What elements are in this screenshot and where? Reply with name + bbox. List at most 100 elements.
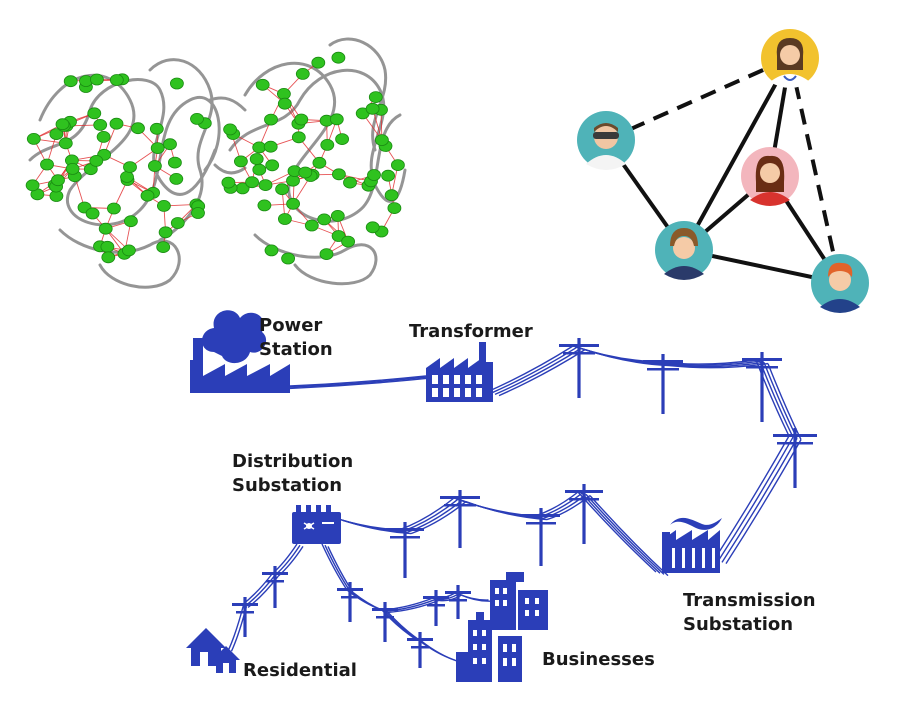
protein-node bbox=[341, 235, 356, 248]
protein-node bbox=[265, 159, 280, 172]
protein-node bbox=[120, 170, 134, 183]
pole-crossarm bbox=[390, 536, 420, 539]
pole-crossarm bbox=[372, 608, 398, 611]
label-distribution-substation: Distribution Substation bbox=[232, 450, 353, 498]
pole-mast bbox=[383, 602, 387, 642]
pole-crossarm bbox=[427, 604, 445, 607]
protein-node bbox=[291, 131, 306, 144]
pole-mast bbox=[577, 338, 581, 398]
person-avatar-icon bbox=[761, 29, 819, 88]
social-edges bbox=[604, 56, 842, 285]
protein-node bbox=[25, 179, 40, 192]
protein-node bbox=[169, 172, 184, 185]
utility-pole-icon bbox=[386, 522, 424, 578]
protein-node bbox=[329, 113, 344, 126]
protein-node bbox=[131, 122, 145, 135]
substation-factory-icon bbox=[662, 517, 722, 573]
wire bbox=[453, 497, 536, 517]
protein-node bbox=[100, 240, 115, 253]
protein-node bbox=[96, 130, 111, 143]
pole-mast bbox=[273, 566, 277, 608]
protein-node bbox=[252, 141, 267, 154]
protein-node bbox=[281, 252, 296, 265]
protein-node bbox=[140, 189, 155, 202]
protein-node bbox=[390, 159, 405, 172]
protein-node bbox=[26, 132, 41, 145]
protein-node bbox=[320, 138, 335, 151]
social-edge-dashed bbox=[788, 57, 842, 284]
pole-mast bbox=[661, 354, 665, 414]
protein-node bbox=[331, 51, 346, 64]
protein-node bbox=[298, 166, 313, 179]
pole-crossarm bbox=[526, 522, 556, 525]
protein-node bbox=[387, 202, 402, 215]
wire bbox=[277, 546, 304, 577]
protein-node bbox=[167, 156, 182, 169]
protein-node bbox=[331, 230, 346, 242]
protein-node bbox=[149, 122, 164, 135]
wire bbox=[498, 349, 586, 397]
wire bbox=[664, 361, 765, 368]
utility-pole-icon bbox=[522, 508, 560, 566]
protein-node bbox=[264, 244, 279, 257]
pole-crossarm bbox=[565, 490, 603, 493]
utility-pole-icon bbox=[440, 490, 480, 548]
wire bbox=[398, 497, 455, 531]
protein-node bbox=[147, 160, 162, 172]
utility-pole-icon bbox=[407, 632, 433, 668]
wire bbox=[289, 376, 427, 388]
protein-node bbox=[190, 113, 204, 125]
pole-mast bbox=[403, 522, 407, 578]
protein-node bbox=[335, 133, 350, 146]
wire bbox=[721, 438, 798, 563]
utility-pole-icon bbox=[773, 428, 817, 488]
wire bbox=[227, 604, 245, 651]
protein-node bbox=[109, 74, 124, 86]
protein-node bbox=[109, 117, 124, 130]
protein-node bbox=[276, 88, 291, 100]
label-residential-text: Residential bbox=[243, 660, 357, 681]
utility-pole-icon bbox=[559, 338, 599, 398]
pole-crossarm bbox=[445, 591, 471, 594]
protein-node bbox=[150, 142, 165, 155]
protein-node bbox=[98, 222, 113, 235]
person-avatar-icon bbox=[741, 147, 799, 206]
protein-node bbox=[255, 78, 270, 91]
pole-mast bbox=[582, 484, 586, 544]
wire bbox=[585, 493, 665, 575]
protein-node bbox=[304, 219, 319, 232]
protein-node bbox=[365, 102, 380, 115]
protein-node bbox=[169, 77, 184, 90]
protein-node bbox=[107, 202, 121, 215]
utility-pole-icon bbox=[565, 484, 603, 544]
protein-network bbox=[25, 37, 407, 289]
protein-node bbox=[384, 189, 399, 202]
pole-crossarm bbox=[647, 368, 679, 371]
protein-node bbox=[277, 97, 292, 110]
social-network bbox=[577, 29, 869, 313]
social-edge bbox=[682, 57, 792, 251]
pole-crossarm bbox=[563, 352, 595, 355]
protein-node bbox=[331, 168, 346, 181]
protein-node bbox=[312, 156, 327, 169]
protein-node bbox=[65, 162, 80, 175]
utility-pole-icon bbox=[445, 585, 471, 619]
wire bbox=[577, 491, 657, 573]
wire bbox=[759, 360, 794, 438]
protein-node bbox=[286, 197, 301, 210]
label-distribution-line2: Substation bbox=[232, 475, 343, 496]
utility-pole-icon bbox=[372, 602, 398, 642]
wire bbox=[660, 360, 761, 366]
protein-node bbox=[317, 213, 332, 226]
protein-node bbox=[223, 123, 238, 136]
pole-crossarm bbox=[449, 599, 467, 602]
wire bbox=[763, 362, 798, 439]
protein-node bbox=[90, 73, 104, 86]
label-distribution-line1: Distribution bbox=[232, 451, 354, 472]
pole-crossarm bbox=[341, 596, 359, 599]
protein-node bbox=[63, 75, 78, 88]
protein-node bbox=[295, 68, 310, 80]
wire bbox=[289, 375, 427, 387]
protein-node bbox=[156, 241, 171, 254]
protein-node bbox=[319, 248, 334, 261]
